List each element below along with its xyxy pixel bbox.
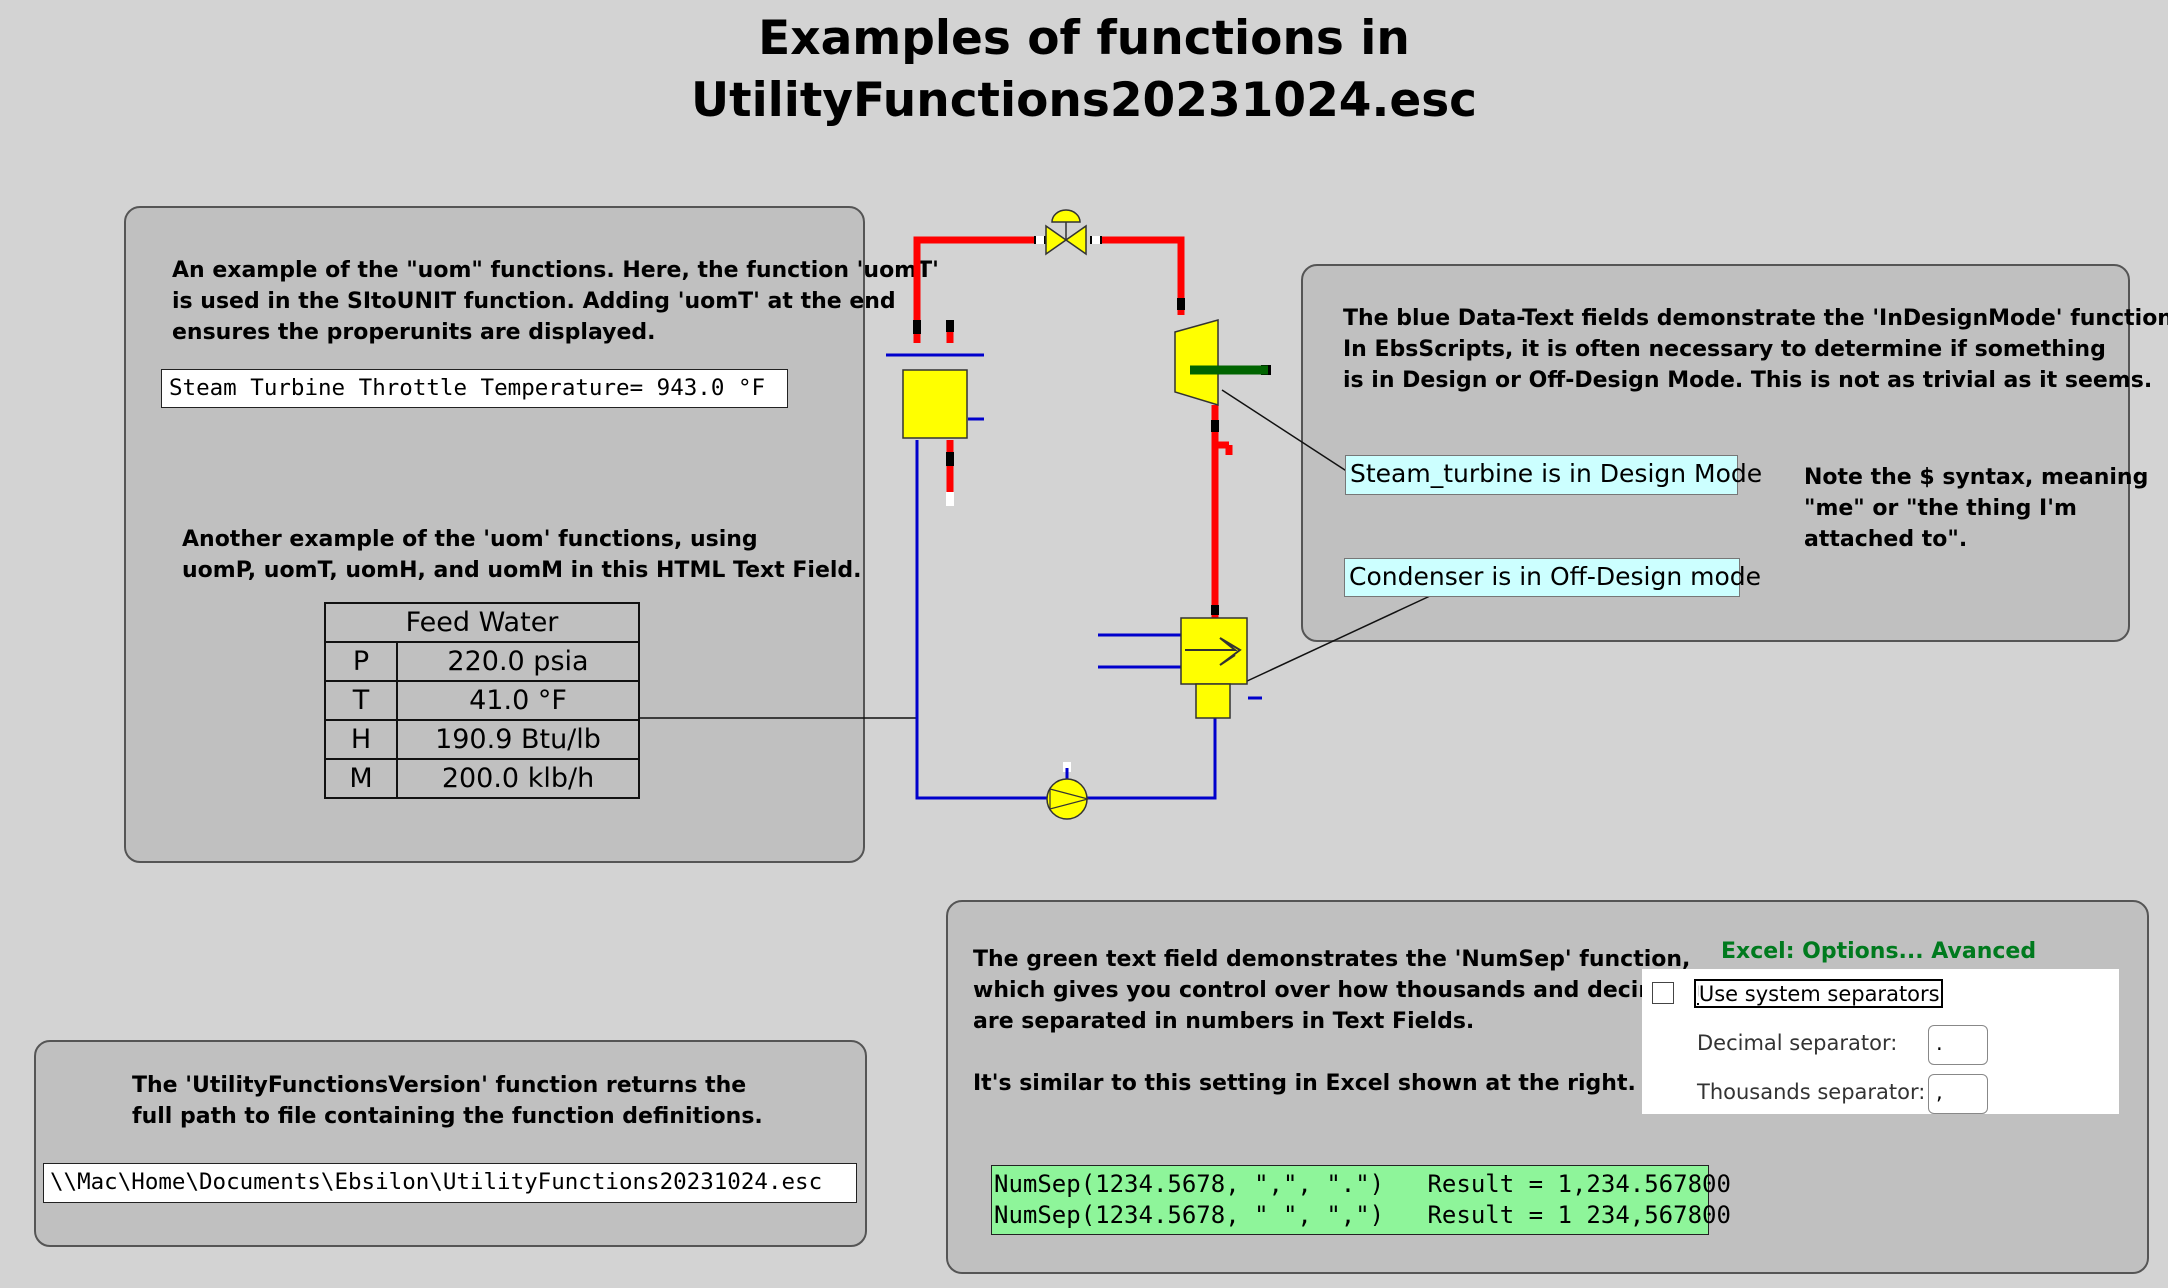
- row-label: M: [324, 758, 398, 799]
- design-mode-text: The blue Data-Text fields demonstrate th…: [1343, 306, 2168, 393]
- title-line-2: UtilityFunctions20231024.esc: [690, 73, 1478, 128]
- decimal-separator-input[interactable]: .: [1928, 1025, 1988, 1065]
- table-row: P 220.0 psia: [324, 641, 640, 682]
- uom-text-2: Another example of the 'uom' functions, …: [182, 527, 862, 583]
- decimal-separator-label: Decimal separator:: [1697, 1031, 1898, 1055]
- turbine-design-mode-field[interactable]: Steam_turbine is in Design Mode: [1345, 455, 1762, 495]
- row-label: T: [324, 680, 398, 721]
- thousands-separator-input[interactable]: ,: [1928, 1074, 1988, 1114]
- numsep-result-field[interactable]: NumSep(1234.5678, ",", ".") Result = 1,2…: [991, 1165, 1731, 1235]
- port-markers: [913, 236, 1271, 615]
- feed-water-header-row: Feed Water: [324, 602, 640, 643]
- version-panel: The 'UtilityFunctionsVersion' function r…: [34, 1040, 867, 1247]
- feed-water-header: Feed Water: [324, 602, 640, 643]
- connection-gaps: [946, 236, 1100, 772]
- numsep-panel: The green text field demonstrates the 'N…: [946, 900, 2149, 1274]
- version-path-field[interactable]: \\Mac\Home\Documents\Ebsilon\UtilityFunc…: [43, 1163, 857, 1203]
- row-value: 220.0 psia: [396, 641, 640, 682]
- preheater-icon: [902, 369, 968, 439]
- uom-text-1: An example of the "uom" functions. Here,…: [172, 258, 939, 345]
- uom-panel: An example of the "uom" functions. Here,…: [124, 206, 939, 863]
- throttle-valve-icon: [1045, 209, 1087, 256]
- numsep-text: The green text field demonstrates the 'N…: [973, 947, 1697, 1096]
- condenser-icon: [1180, 617, 1248, 719]
- excel-caption: Excel: Options... Avanced: [1721, 939, 2037, 964]
- condenser-design-mode-field[interactable]: Condenser is in Off-Design mode: [1344, 558, 1761, 597]
- page-title: Examples of functions in UtilityFunction…: [0, 8, 2168, 132]
- pump-icon: [1046, 778, 1091, 820]
- table-row: H 190.9 Btu/lb: [324, 719, 640, 760]
- row-value: 190.9 Btu/lb: [396, 719, 640, 760]
- row-value: 41.0 °F: [396, 680, 640, 721]
- table-row: M 200.0 klb/h: [324, 758, 640, 799]
- table-row: T 41.0 °F: [324, 680, 640, 721]
- excel-separator-settings: UUse system separators Decimal separator…: [1642, 969, 2119, 1114]
- steam-lines: [913, 236, 1233, 620]
- thousands-separator-label: Thousands separator:: [1697, 1080, 1926, 1104]
- steam-turbine-icon: [1174, 319, 1268, 407]
- row-label: P: [324, 641, 398, 682]
- use-system-separators-checkbox[interactable]: [1652, 982, 1674, 1004]
- throttle-temperature-field[interactable]: Steam Turbine Throttle Temperature= 943.…: [161, 369, 788, 408]
- row-label: H: [324, 719, 398, 760]
- use-system-separators-label[interactable]: UUse system separators: [1694, 979, 1943, 1008]
- title-line-1: Examples of functions in: [758, 11, 1410, 66]
- version-text: The 'UtilityFunctionsVersion' function r…: [132, 1073, 763, 1129]
- row-value: 200.0 klb/h: [396, 758, 640, 799]
- feed-water-table[interactable]: Feed Water P 220.0 psia T 41.0 °F H 190.…: [324, 602, 640, 799]
- dollar-syntax-note: Note the $ syntax, meaning "me" or "the …: [1804, 465, 2149, 552]
- water-lines: [886, 353, 1262, 800]
